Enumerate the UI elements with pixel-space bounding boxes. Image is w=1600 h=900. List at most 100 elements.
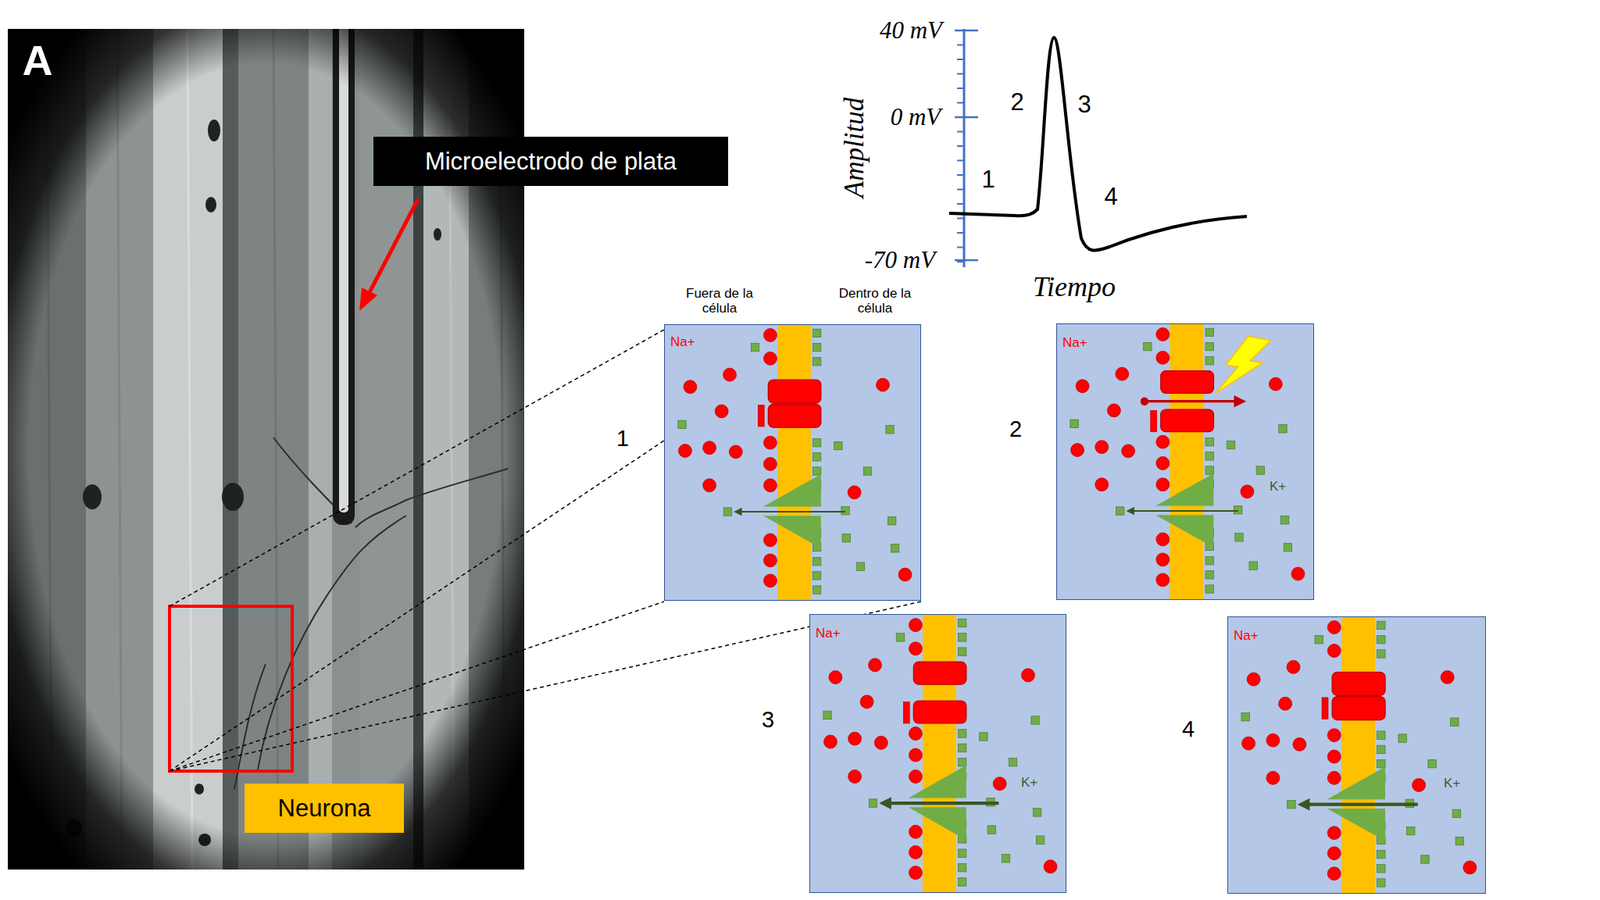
axis-value: 0 mV	[890, 103, 942, 131]
potassium-ion	[1008, 757, 1017, 766]
sodium-ion	[848, 769, 862, 783]
action-potential-curve	[949, 37, 1247, 250]
axis-tick	[957, 246, 965, 249]
potassium-ion	[678, 420, 686, 429]
axis-tick	[957, 160, 965, 162]
arrow-head	[1126, 507, 1135, 515]
sodium-ion	[703, 441, 717, 455]
potassium-ion	[957, 863, 966, 872]
potassium-ion	[1398, 734, 1407, 743]
potassium-ion	[979, 732, 988, 741]
sodium-channel	[1160, 371, 1215, 394]
axis-tick	[957, 174, 965, 176]
phase-number: 4	[1103, 183, 1118, 211]
phase-number: 1	[981, 166, 995, 193]
axis-major-tick	[954, 116, 979, 119]
potassium-ion	[1314, 635, 1323, 643]
sodium-ion	[1278, 696, 1293, 711]
sodium-ion	[1043, 860, 1058, 874]
sodium-ion	[1266, 733, 1280, 747]
sodium-flow-arrow	[1144, 400, 1236, 403]
axis-line	[963, 28, 966, 268]
sodium-ion	[1268, 377, 1283, 391]
sodium-ion	[1107, 403, 1121, 418]
sodium-ion	[1292, 737, 1307, 751]
sodium-ion	[678, 444, 693, 458]
potassium-ion	[812, 357, 821, 366]
sodium-ion	[1463, 860, 1477, 875]
panel-number: 1	[616, 426, 629, 452]
sodium-ion	[1327, 644, 1341, 658]
potassium-ion	[1205, 328, 1214, 336]
potassium-ion	[1205, 452, 1214, 461]
zoom-leader	[169, 440, 665, 772]
membrane-panel: Na+K+	[1227, 616, 1486, 894]
axis-tick	[957, 131, 965, 133]
ion-label: K+	[1443, 775, 1461, 792]
channel-gate	[903, 701, 910, 724]
sodium-ion	[728, 445, 743, 459]
axis-value: 40 mV	[879, 17, 943, 44]
sodium-ion	[868, 658, 883, 672]
potassium-ion	[1377, 878, 1386, 887]
potassium-ion	[1249, 561, 1258, 570]
sodium-ion	[824, 735, 838, 749]
membrane-illustration	[1228, 617, 1486, 893]
potassium-ion	[957, 878, 966, 886]
potassium-channel	[763, 515, 822, 549]
sodium-ion	[909, 825, 923, 839]
sodium-ion	[1327, 826, 1341, 840]
potassium-channel	[908, 807, 967, 840]
sodium-ion	[1291, 567, 1305, 581]
potassium-channel	[1327, 766, 1386, 800]
potassium-ion	[987, 825, 996, 834]
cell-membrane	[1341, 617, 1375, 893]
potassium-ion	[812, 328, 821, 337]
sodium-channel	[913, 661, 966, 685]
potassium-channel	[763, 474, 822, 508]
potassium-ion	[1256, 466, 1265, 475]
sodium-ion	[909, 642, 923, 656]
potassium-ion	[1406, 826, 1415, 835]
sodium-ion	[1266, 771, 1280, 785]
potassium-ion	[1377, 745, 1386, 754]
cell-membrane	[922, 614, 957, 893]
potassium-ion	[1377, 864, 1386, 873]
potassium-ion	[1377, 635, 1386, 643]
potassium-flow-arrow	[1132, 510, 1238, 512]
sodium-ion	[683, 380, 697, 394]
panel-number: 2	[1009, 417, 1022, 443]
potassium-ion	[1205, 556, 1214, 565]
potassium-ion	[896, 633, 904, 642]
phase-number: 3	[1077, 91, 1091, 118]
amplitude-axis	[954, 28, 979, 268]
sodium-ion	[909, 769, 923, 783]
sodium-channel	[767, 379, 821, 404]
sodium-ion	[1115, 367, 1129, 381]
arrow-head	[359, 287, 378, 311]
sodium-ion	[1242, 736, 1256, 750]
sodium-ion	[723, 367, 737, 382]
potassium-ion	[1241, 712, 1250, 721]
sodium-ion	[1156, 350, 1170, 365]
channel-gate	[757, 405, 765, 427]
ion-label: Na+	[1062, 335, 1088, 351]
side-label: Dentro de la célula	[828, 286, 922, 316]
potassium-ion	[1287, 800, 1296, 808]
sodium-ion	[1327, 750, 1341, 764]
potassium-ion	[1205, 342, 1214, 350]
sodium-ion	[1327, 728, 1341, 743]
membrane-illustration	[1057, 324, 1314, 600]
channel-gate	[1321, 697, 1329, 719]
potassium-channel	[908, 765, 967, 799]
axis-tick	[957, 145, 965, 147]
potassium-ion	[1377, 621, 1386, 629]
callout-box: Microelectrodo de plata	[373, 136, 729, 186]
arrow-head	[733, 507, 742, 516]
sodium-ion	[1156, 328, 1170, 342]
sodium-ion	[1071, 443, 1085, 458]
potassium-ion	[812, 571, 821, 580]
potassium-ion	[750, 342, 759, 351]
sodium-ion	[898, 567, 912, 582]
